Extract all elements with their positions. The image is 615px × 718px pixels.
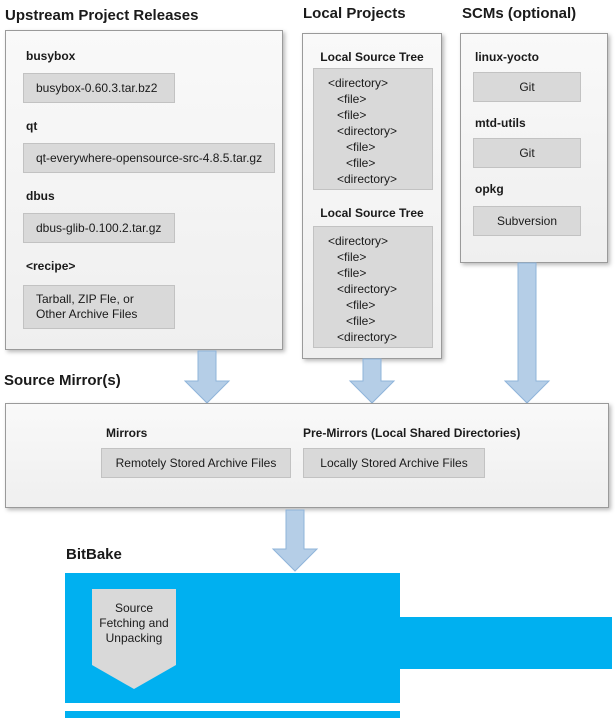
upstream-item-label: <recipe> [26,259,76,273]
artifact-box: qt-everywhere-opensource-src-4.8.5.tar.g… [23,143,275,173]
local-projects-title: Local Projects [303,5,406,22]
scm-box: Git [473,138,581,168]
arrow-down-icon [348,358,396,404]
mirror-box: Locally Stored Archive Files [303,448,485,478]
artifact-line: Other Archive Files [36,307,138,321]
tree-line: <file> [337,92,367,106]
local-projects-panel: Local Source Tree <directory> <file> <fi… [302,33,442,359]
arrow-down-icon [271,509,319,572]
tree-line: <file> [337,266,367,280]
tree-line: <directory> [337,172,398,186]
mirror-box: Remotely Stored Archive Files [101,448,291,478]
upstream-item-label: dbus [26,189,55,203]
tree-line: <file> [346,298,376,312]
tree-line: <directory> [328,234,389,248]
tree-line: <file> [346,156,376,170]
scm-box: Subversion [473,206,581,236]
process-line: Source [114,601,154,615]
scm-item-label: linux-yocto [475,50,540,64]
upstream-item-label: qt [26,119,38,133]
scm-item-label: opkg [475,182,504,196]
bitbake-shape-extension [399,617,612,669]
tree-line: <directory> [337,124,398,138]
tree-line: <file> [346,140,376,154]
scms-panel: linux-yocto Git mtd-utils Git opkg Subve… [460,33,608,263]
arrow-down-icon [183,350,231,404]
scm-box: Git [473,72,581,102]
mirrors-label: Mirrors [106,426,148,440]
process-line: Fetching and [99,616,169,630]
source-tree-box: <directory> <file> <file> <directory> <f… [313,226,433,348]
source-mirrors-panel: Mirrors Remotely Stored Archive Files Pr… [5,403,609,508]
tree-line: <file> [346,314,376,328]
tree-line: <file> [337,108,367,122]
artifact-box: Tarball, ZIP Fle, or Other Archive Files [23,285,175,329]
upstream-item-label: busybox [26,49,76,63]
source-fetching-process-shape: Source Fetching and Unpacking [92,589,176,689]
artifact-box: busybox-0.60.3.tar.bz2 [23,73,175,103]
source-tree-label: Local Source Tree [320,206,424,220]
tree-line: <directory> [328,76,389,90]
source-mirrors-title: Source Mirror(s) [4,372,121,389]
scm-item-label: mtd-utils [475,116,526,130]
source-tree-label: Local Source Tree [320,50,424,64]
source-tree-box: <directory> <file> <file> <directory> <f… [313,68,433,190]
bitbake-title: BitBake [66,546,122,563]
bitbake-next-shape-strip [65,711,400,718]
tree-line: <directory> [337,282,398,296]
artifact-box: dbus-glib-0.100.2.tar.gz [23,213,175,243]
tree-line: <file> [337,250,367,264]
scms-title: SCMs (optional) [462,5,577,22]
arrow-down-icon [503,262,551,404]
upstream-panel: busybox busybox-0.60.3.tar.bz2 qt qt-eve… [5,30,283,350]
artifact-line: Tarball, ZIP Fle, or [36,292,134,306]
tree-line: <directory> [337,330,398,344]
process-line: Unpacking [105,631,163,645]
upstream-title: Upstream Project Releases [5,7,199,24]
pre-mirrors-label: Pre-Mirrors (Local Shared Directories) [303,426,521,440]
